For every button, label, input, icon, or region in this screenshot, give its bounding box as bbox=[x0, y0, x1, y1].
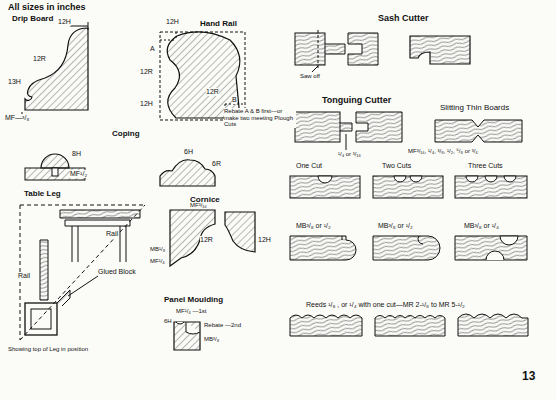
dimension-label: A bbox=[150, 45, 155, 53]
dimension-label: 6H bbox=[184, 148, 193, 156]
dimension-label: 6R bbox=[212, 160, 221, 168]
dimension-label: 6H bbox=[164, 318, 172, 325]
part-name: Rail bbox=[18, 272, 30, 280]
part-name: Tonguing Cutter bbox=[322, 96, 391, 106]
dimension-label: MF³/₁₆ bbox=[190, 202, 207, 209]
dimension-label: B bbox=[232, 96, 237, 104]
dimension-label: 13H bbox=[8, 78, 21, 86]
part-name: Hand Rail bbox=[200, 20, 237, 29]
dimension-label: MB¹/₈ bbox=[150, 246, 165, 253]
dimension-label: MF¹/₄ bbox=[150, 258, 165, 265]
part-name: Drip Board bbox=[12, 15, 53, 24]
cut-label: One Cut bbox=[296, 162, 322, 170]
dimension-label: MB³/₈ or ¹/₂ bbox=[296, 222, 331, 230]
dimension-label: 12R bbox=[200, 236, 213, 244]
cut-label: Three Cuts bbox=[468, 162, 503, 170]
dimension-label: ¹/₄ or ³/₁₆ bbox=[338, 151, 361, 158]
caption-note: Showing top of Leg in position bbox=[8, 346, 88, 353]
part-name: Sash Cutter bbox=[378, 14, 429, 24]
note: Rebate A & B first—or make two meeting P… bbox=[224, 108, 296, 128]
dimension-label: 12H bbox=[58, 18, 71, 26]
cut-label: Two Cuts bbox=[382, 162, 411, 170]
part-name: Glued Block bbox=[98, 268, 136, 276]
dimension-label: MF—³/₈ bbox=[5, 114, 29, 122]
part-name: Panel Moulding bbox=[164, 296, 223, 305]
page-title: All sizes in inches bbox=[8, 3, 86, 13]
dimension-label: Rebate —2nd bbox=[204, 322, 241, 329]
dimension-label: 12R bbox=[33, 55, 46, 63]
dimension-label: 12R bbox=[206, 88, 219, 96]
dimension-label: MB³/₈ or ¹/₂ bbox=[378, 222, 413, 230]
dimension-label: MF¹/₄ —1st bbox=[176, 308, 206, 315]
page-number: 13 bbox=[522, 370, 535, 383]
dimension-label: MB³/₈ or ¹/₄ bbox=[464, 222, 499, 230]
dimension-label: MF¹/₂ bbox=[70, 170, 87, 178]
part-name: Rail bbox=[106, 230, 118, 238]
part-name: Slitting Thin Boards bbox=[440, 104, 509, 113]
dimension-label: 12H bbox=[166, 18, 179, 26]
note: Reeds ¹/₈ , or ¹/₄ with one cut—MR 2-¹/₈… bbox=[306, 301, 465, 309]
part-name: Coping bbox=[112, 130, 140, 139]
part-name: Table Leg bbox=[24, 190, 61, 199]
dimension-label: MF³/₁₆, ¹/₄, ³/₈, ¹/₂, ⁵/₈ or ³/₄ bbox=[408, 148, 478, 155]
dimension-label: MB³/₈ bbox=[204, 336, 219, 343]
dimension-label: 8H bbox=[72, 150, 81, 158]
note: Saw off bbox=[300, 73, 320, 80]
dimension-label: 12R bbox=[140, 68, 153, 76]
dimension-label: 12H bbox=[258, 236, 271, 244]
dimension-label: 12H bbox=[140, 100, 153, 108]
